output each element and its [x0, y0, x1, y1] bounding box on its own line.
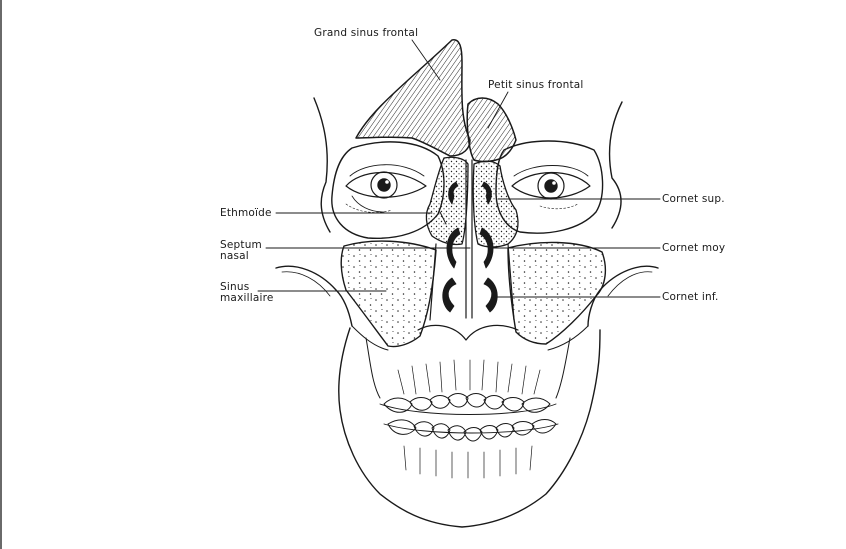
- cornet-sup-left: [448, 181, 459, 205]
- cornet-inf-right: [483, 277, 498, 313]
- sinus-maxillaire-left: [340, 240, 437, 348]
- skull-outline-left: [313, 97, 331, 233]
- cornet-sup-right: [481, 181, 492, 205]
- label-grand-sinus-frontal: Grand sinus frontal: [314, 27, 419, 39]
- mandible: [338, 327, 601, 528]
- leader-lines: [257, 39, 661, 298]
- petit-sinus-frontal: [466, 97, 517, 163]
- skull-outline-right: [608, 101, 623, 229]
- leader-grand-sinus: [411, 39, 441, 81]
- cornet-moy-left: [446, 227, 461, 269]
- ethmoid-left: [425, 156, 469, 246]
- septum: [465, 159, 473, 319]
- label-petit-sinus-frontal: Petit sinus frontal: [488, 79, 584, 91]
- label-cornet-sup: Cornet sup.: [662, 193, 725, 205]
- label-cornet-inf: Cornet inf.: [662, 291, 719, 303]
- upper-teeth: [383, 393, 551, 413]
- label-sinus-line1: Sinus: [220, 281, 250, 293]
- label-ethmoide: Ethmoïde: [220, 207, 272, 219]
- lower-teeth: [387, 419, 557, 442]
- label-sinus-line2: maxillaire: [220, 292, 274, 304]
- tooth-roots: [397, 359, 541, 479]
- label-septum-line1: Septum: [220, 239, 262, 251]
- cornet-inf-left: [442, 277, 457, 313]
- label-septum-line2: nasal: [220, 250, 249, 262]
- grand-sinus-frontal: [355, 39, 471, 157]
- sinus-maxillaire-right: [507, 241, 607, 345]
- orbit-left: [331, 141, 445, 239]
- zygomatic-left: [275, 265, 353, 327]
- leader-petit-sinus: [487, 91, 509, 129]
- left-border: [0, 0, 2, 549]
- label-cornet-moy: Cornet moy: [662, 242, 726, 254]
- cornet-moy-right: [479, 227, 494, 269]
